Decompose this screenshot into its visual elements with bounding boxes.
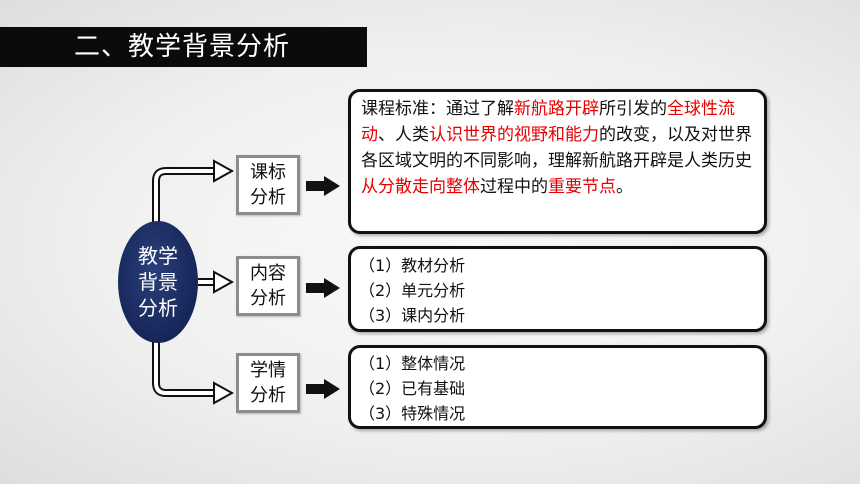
curriculum-analysis-box: 课标分析: [236, 155, 300, 215]
list-item: （2）已有基础: [359, 379, 466, 398]
std-seg-0: 课程标准：通过了解: [361, 99, 514, 119]
student-analysis-label: 学情分析: [250, 360, 286, 406]
student-analysis-box: 学情分析: [236, 353, 300, 413]
std-seg-3: 全球性流动: [361, 99, 735, 145]
arrow-solid-2: [306, 278, 340, 298]
list-item: （1）教材分析: [359, 256, 466, 275]
list-item: （2）单元分析: [359, 281, 466, 300]
curriculum-standard-box: 课程标准：通过了解新航路开辟所引发的全球性流动、人类认识世界的视野和能力的改变，…: [348, 89, 767, 234]
std-seg-2: 所引发的: [599, 99, 667, 119]
arrow-solid-3: [306, 379, 340, 399]
list-item: （3）特殊情况: [359, 404, 466, 423]
std-seg-10: 。: [616, 177, 633, 197]
content-analysis-list: （1）教材分析 （2）单元分析 （3）课内分析: [348, 246, 767, 332]
content-analysis-box: 内容分析: [236, 256, 300, 316]
list-item: （3）课内分析: [359, 306, 466, 325]
std-seg-5: 认识世界的视野和能力: [429, 125, 599, 145]
std-seg-9: 重要节点: [548, 177, 616, 197]
page-title: 二、教学背景分析: [0, 27, 367, 67]
std-seg-4: 、人类: [378, 125, 429, 145]
content-analysis-label: 内容分析: [250, 263, 286, 309]
center-label: 教学背景分析: [138, 244, 178, 320]
arrow-solid-1: [306, 176, 340, 196]
student-analysis-list: （1）整体情况 （2）已有基础 （3）特殊情况: [348, 345, 767, 429]
std-seg-1: 新航路开辟: [514, 99, 599, 119]
curriculum-analysis-label: 课标分析: [250, 162, 286, 208]
std-seg-8: 过程中的: [480, 177, 548, 197]
center-node: 教学背景分析: [118, 221, 198, 343]
list-item: （1）整体情况: [359, 354, 466, 373]
std-seg-7: 从分散走向整体: [361, 177, 480, 197]
std-seg-6: 的改变，以及对世界各区域文明的不同影响，理解新航路开辟是人类历史: [361, 125, 752, 171]
